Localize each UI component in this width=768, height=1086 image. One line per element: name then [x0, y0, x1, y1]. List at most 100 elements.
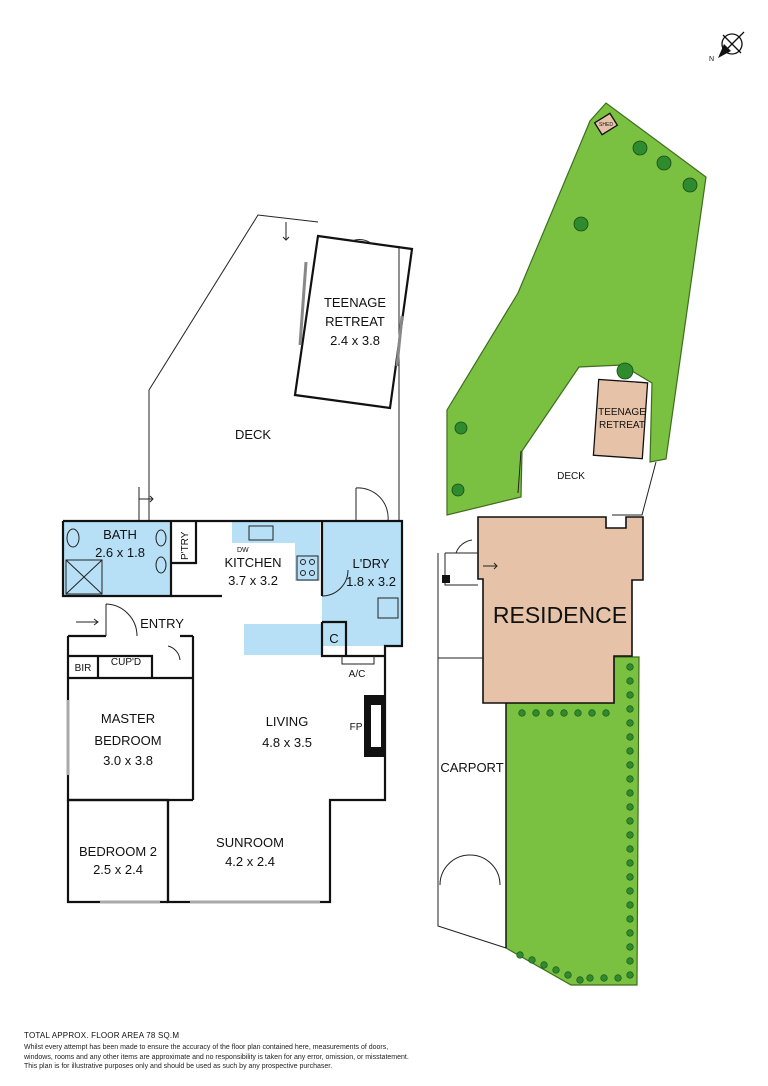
- bath-fill: [63, 521, 171, 596]
- entry-label: ENTRY: [140, 616, 184, 631]
- side-lawn: [505, 656, 640, 986]
- shrub-icon: [626, 663, 634, 671]
- shrub-icon: [626, 747, 634, 755]
- site-plan: SHED TEENAGE RETREAT DECK RESIDENCE CARP…: [437, 102, 707, 986]
- retreat-label-line2: RETREAT: [325, 314, 385, 329]
- side-entry-icon: [455, 539, 498, 570]
- shrub-icon: [626, 719, 634, 727]
- kitchen-dims: 3.7 x 3.2: [228, 573, 278, 588]
- shrub-icon: [540, 961, 548, 969]
- kitchen-label: KITCHEN: [224, 555, 281, 570]
- shrub-icon: [600, 974, 608, 982]
- residence-block: [477, 516, 644, 704]
- top-door-arrow-icon: [282, 222, 290, 241]
- north-compass-icon: N: [709, 31, 745, 63]
- living-dims: 4.8 x 3.5: [262, 735, 312, 750]
- shrub-icon: [626, 705, 634, 713]
- deck-door-arrow-icon: [138, 487, 154, 521]
- shrub-icon: [626, 691, 634, 699]
- carport-label: CARPORT: [440, 760, 503, 775]
- shrub-icon: [626, 915, 634, 923]
- shrub-icon: [576, 976, 584, 984]
- basin-icon-2: [155, 556, 167, 574]
- tree-icon: [682, 177, 698, 193]
- shrub-icon: [626, 789, 634, 797]
- cupboard-c-walls: [322, 620, 348, 656]
- floor-plan: TEENAGE RETREAT 2.4 x 3.8 DECK BATH 2.6 …: [61, 214, 414, 904]
- laundry-label: L'DRY: [353, 556, 390, 571]
- retreat-door-icon: [351, 239, 373, 245]
- fireplace-hearth: [371, 705, 381, 747]
- shower-icon: [65, 559, 103, 595]
- shrub-icon: [626, 775, 634, 783]
- toilet-icon: [66, 528, 80, 548]
- shrub-icon: [626, 831, 634, 839]
- shrub-icon: [626, 971, 634, 979]
- total-floor-area: TOTAL APPROX. FLOOR AREA 78 SQ.M: [24, 1031, 180, 1040]
- bir-label: BIR: [75, 663, 92, 674]
- retreat-window-left: [298, 261, 308, 346]
- site-retreat-block: [592, 378, 649, 460]
- carport-gate-icon: [439, 854, 501, 886]
- shrub-icon: [602, 709, 610, 717]
- shrub-icon: [528, 956, 536, 964]
- tree-icons: [451, 140, 698, 497]
- residence-label: RESIDENCE: [493, 602, 627, 628]
- disclaimer-line-2: windows, rooms and any other items are a…: [24, 1053, 409, 1061]
- shed: SHED: [593, 112, 619, 136]
- bedroom2-label: BEDROOM 2: [79, 844, 157, 859]
- shrub-icon: [574, 709, 582, 717]
- laundry-fill: [322, 521, 402, 646]
- pantry-label: P'TRY: [180, 531, 191, 560]
- retreat-dims: 2.4 x 3.8: [330, 333, 380, 348]
- compass-north-label: N: [709, 56, 714, 63]
- meter-box: [442, 575, 450, 583]
- living-label: LIVING: [266, 714, 309, 729]
- retreat-label-line1: TEENAGE: [324, 295, 386, 310]
- shed-label: SHED: [599, 122, 613, 128]
- shrub-icon: [614, 974, 622, 982]
- tree-icon: [451, 483, 465, 497]
- site-deck-label: DECK: [557, 471, 585, 482]
- disclaimer: Whilst every attempt has been made to en…: [24, 1043, 744, 1072]
- tree-icon: [656, 155, 672, 171]
- shrub-icon: [560, 709, 568, 717]
- shrub-icon: [564, 971, 572, 979]
- shrub-icon: [532, 709, 540, 717]
- laundry-door-swing-icon: [355, 487, 389, 522]
- laundry-inner-door-icon: [321, 569, 349, 597]
- shrub-icon: [516, 951, 524, 959]
- retreat-window-right: [395, 315, 404, 367]
- site-retreat-label-line2: RETREAT: [599, 420, 645, 431]
- bath-walls: [61, 521, 173, 598]
- master-label-line2: BEDROOM: [94, 733, 161, 748]
- shrub-icon: [588, 709, 596, 717]
- shrub-icon: [626, 761, 634, 769]
- cooktop-icon: [296, 555, 319, 581]
- laundry-walls: [320, 521, 385, 658]
- shrub-icon: [626, 803, 634, 811]
- kitchen-bench-fill: [232, 521, 320, 543]
- shrub-icon: [626, 733, 634, 741]
- master-dims: 3.0 x 3.8: [103, 753, 153, 768]
- shrub-icon: [586, 974, 594, 982]
- kitchen-bench-side-fill: [295, 543, 320, 581]
- disclaimer-line-3: This plan is for illustrative purposes o…: [24, 1063, 333, 1070]
- entry-door-swing-icon: [105, 603, 138, 637]
- hedge-dots: [516, 663, 634, 984]
- shrub-icon: [626, 859, 634, 867]
- tree-icon: [454, 421, 468, 435]
- teenage-retreat-walls: [293, 234, 414, 410]
- bedroom2-dims: 2.5 x 2.4: [93, 862, 143, 877]
- shrub-icon: [626, 873, 634, 881]
- shrub-icon: [626, 887, 634, 895]
- shrub-icon: [518, 709, 526, 717]
- tree-icon: [573, 216, 589, 232]
- laundry-dims: 1.8 x 3.2: [346, 574, 396, 589]
- cupd-label: CUP'D: [111, 657, 141, 668]
- sunroom-dims: 4.2 x 2.4: [225, 854, 275, 869]
- rear-lawn: [446, 102, 707, 516]
- basin-icon-1: [155, 529, 167, 547]
- shrub-icon: [546, 709, 554, 717]
